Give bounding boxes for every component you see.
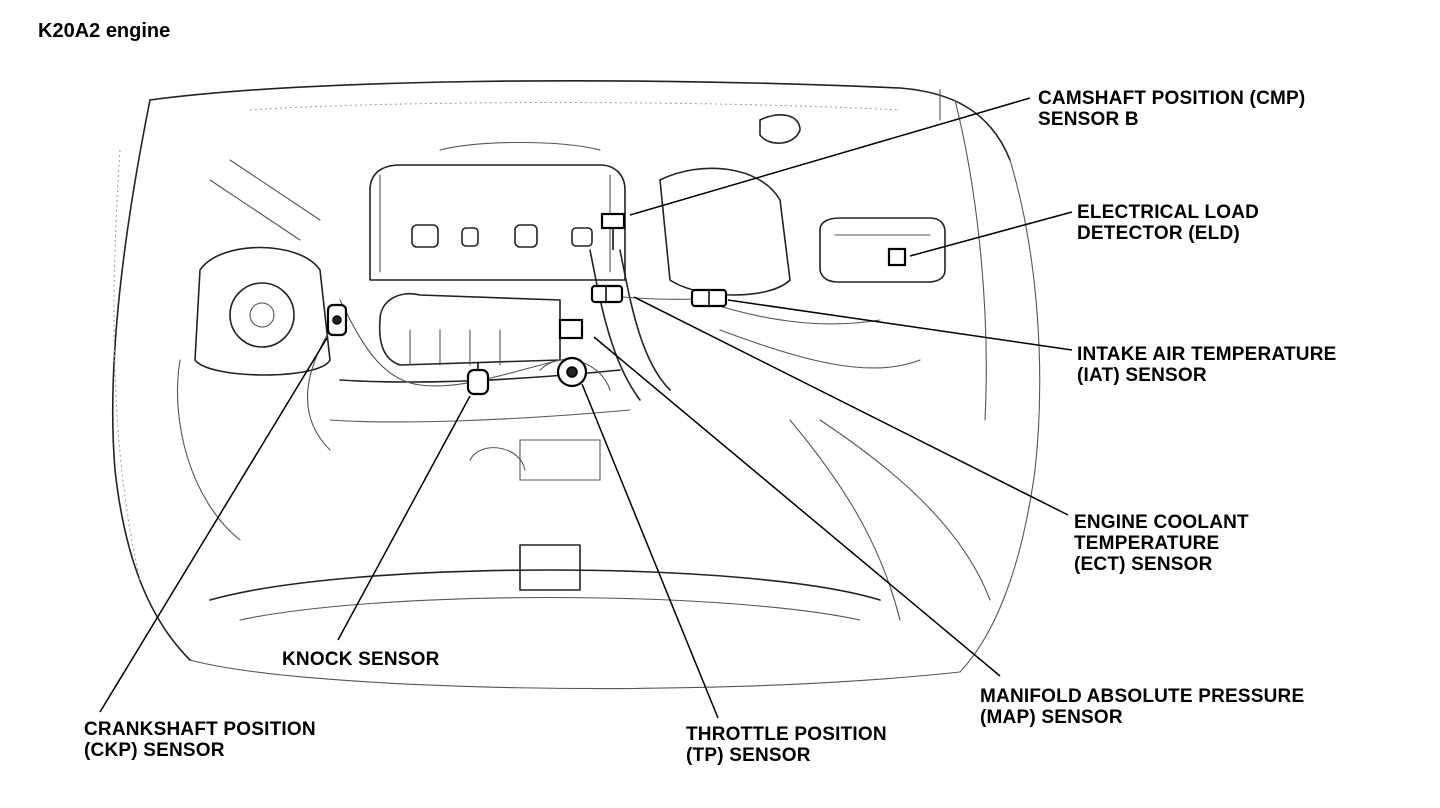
label-iat-line2: (IAT) SENSOR bbox=[1077, 365, 1207, 386]
leader-knock bbox=[337, 395, 471, 641]
throttle-body-area bbox=[519, 249, 671, 481]
leader-lines bbox=[99, 97, 1073, 719]
label-eld: ELECTRICAL LOAD DETECTOR (ELD) bbox=[1077, 202, 1259, 244]
fuse-box bbox=[819, 217, 946, 283]
tp-sensor-icon bbox=[556, 356, 588, 388]
label-knock-line1: KNOCK SENSOR bbox=[282, 649, 440, 670]
label-cmp-sensor-b: CAMSHAFT POSITION (CMP) SENSOR B bbox=[1038, 88, 1305, 130]
engine-bay-outline bbox=[111, 80, 1041, 690]
leader-ckp bbox=[99, 337, 328, 713]
label-iat-line1: INTAKE AIR TEMPERATURE bbox=[1077, 344, 1337, 365]
leader-eld bbox=[909, 211, 1073, 257]
left-strut-tower bbox=[177, 159, 331, 541]
front-bumper-grille bbox=[209, 419, 991, 621]
iat-sensor-icon bbox=[690, 288, 728, 308]
label-map-line1: MANIFOLD ABSOLUTE PRESSURE bbox=[980, 686, 1305, 707]
label-tp-line1: THROTTLE POSITION bbox=[686, 724, 887, 745]
label-tp-sensor: THROTTLE POSITION (TP) SENSOR bbox=[686, 724, 887, 766]
label-cmp-line2: SENSOR B bbox=[1038, 109, 1139, 130]
label-iat-sensor: INTAKE AIR TEMPERATURE (IAT) SENSOR bbox=[1077, 344, 1337, 386]
label-ect-sensor: ENGINE COOLANT TEMPERATURE (ECT) SENSOR bbox=[1074, 512, 1249, 575]
label-cmp-line1: CAMSHAFT POSITION (CMP) bbox=[1038, 88, 1306, 109]
label-map-line2: (MAP) SENSOR bbox=[980, 707, 1123, 728]
ckp-sensor-icon bbox=[326, 303, 348, 337]
ect-sensor-icon bbox=[590, 284, 624, 304]
cmp-sensor-icon bbox=[600, 212, 626, 250]
leader-ect bbox=[633, 296, 1069, 516]
cylinder-head bbox=[369, 141, 626, 281]
label-tp-line2: (TP) SENSOR bbox=[686, 745, 811, 766]
label-knock-sensor: KNOCK SENSOR bbox=[282, 649, 440, 670]
label-eld-line2: DETECTOR (ELD) bbox=[1077, 223, 1240, 244]
leader-map bbox=[593, 336, 1001, 677]
label-ect-line1: ENGINE COOLANT bbox=[1074, 512, 1249, 533]
leader-cmp bbox=[629, 97, 1031, 216]
eld-sensor-icon bbox=[887, 247, 907, 267]
leader-iat bbox=[727, 299, 1073, 351]
label-ect-line3: (ECT) SENSOR bbox=[1074, 554, 1213, 575]
diagram-title: K20A2 engine bbox=[38, 20, 171, 42]
label-ckp-sensor: CRANKSHAFT POSITION (CKP) SENSOR bbox=[84, 719, 316, 761]
label-map-sensor: MANIFOLD ABSOLUTE PRESSURE (MAP) SENSOR bbox=[980, 686, 1304, 728]
map-sensor-icon bbox=[558, 318, 584, 340]
wiring-harness bbox=[306, 294, 716, 451]
label-eld-line1: ELECTRICAL LOAD bbox=[1077, 202, 1260, 223]
label-ckp-line1: CRANKSHAFT POSITION bbox=[84, 719, 316, 740]
label-ect-line2: TEMPERATURE bbox=[1074, 533, 1220, 554]
label-ckp-line2: (CKP) SENSOR bbox=[84, 740, 225, 761]
knock-sensor-icon bbox=[466, 362, 490, 396]
leader-tp bbox=[581, 383, 719, 719]
